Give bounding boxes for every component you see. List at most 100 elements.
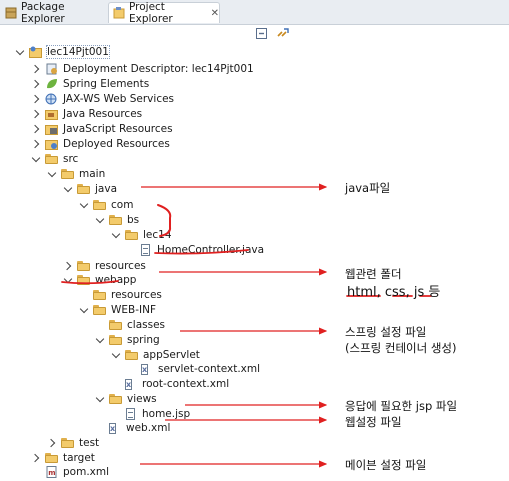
tree-item-label: spring	[127, 333, 160, 346]
tree-item-label: test	[79, 436, 100, 449]
tree-item-label: classes	[127, 318, 165, 331]
annotation-spring-detail: (스프링 컨테이너 생성)	[345, 341, 457, 355]
tree-item-lec14[interactable]: lec14	[112, 227, 172, 242]
folder-open-icon	[125, 349, 139, 361]
tree-item-home-jsp[interactable]: home.jsp	[124, 406, 190, 421]
tree-item-label: Java Resources	[63, 107, 143, 120]
svg-text:m: m	[48, 469, 55, 477]
tree-item-src[interactable]: src	[32, 151, 78, 166]
tree-item-classes[interactable]: classes	[109, 317, 165, 332]
folder-open-icon	[125, 229, 139, 241]
tree-item-resources-main[interactable]: resources	[64, 258, 146, 273]
annotation-spring-title: 스프링 설정 파일	[345, 325, 427, 339]
folder-open-icon	[93, 304, 107, 316]
tree-item-jaxws[interactable]: JAX-WS Web Services	[32, 91, 174, 106]
annotation-views: 응답에 필요한 jsp 파일	[345, 399, 458, 413]
spring-leaf-icon	[45, 78, 59, 90]
annotation-pom: 메이븐 설정 파일	[345, 458, 427, 472]
xml-file-icon: x	[125, 378, 133, 390]
tree-item-label: main	[79, 167, 106, 180]
tree-item-deployed-resources[interactable]: Deployed Resources	[32, 136, 170, 151]
tree-item-web-inf[interactable]: WEB-INF	[80, 302, 156, 317]
tree-item-label: java	[95, 182, 117, 195]
tree-item-spring[interactable]: spring	[96, 332, 160, 347]
collapse-all-icon[interactable]	[255, 26, 269, 40]
xml-file-icon: x	[141, 363, 149, 375]
tree-item-label: bs	[127, 213, 140, 226]
java-resources-icon	[45, 108, 59, 120]
tree-item-label: target	[63, 451, 95, 464]
tree-item-servlet-context[interactable]: x servlet-context.xml	[140, 361, 260, 376]
tree-item-label: resources	[111, 288, 162, 301]
tree-item-java-resources[interactable]: Java Resources	[32, 106, 142, 121]
folder-icon	[61, 437, 75, 449]
tree-item-javascript-resources[interactable]: JavaScript Resources	[32, 121, 173, 136]
annotation-java: java파일	[345, 181, 391, 195]
folder-open-icon	[93, 199, 107, 211]
annotation-webapp-title: 웹관련 폴더	[345, 267, 402, 281]
tree-item-label: Deployment Descriptor: lec14Pjt001	[63, 62, 254, 75]
tree-item-spring-elements[interactable]: Spring Elements	[32, 76, 149, 91]
tree-item-com[interactable]: com	[80, 197, 133, 212]
tree-item-label: resources	[95, 259, 146, 272]
tree-item-label: lec14	[143, 228, 172, 241]
tree-item-app-servlet[interactable]: appServlet	[112, 347, 200, 362]
tree-item-test[interactable]: test	[48, 435, 99, 450]
java-file-icon	[139, 243, 153, 256]
tree-item-target[interactable]: target	[32, 450, 95, 465]
tab-package-explorer[interactable]: Package Explorer	[1, 1, 108, 25]
folder-open-icon	[61, 168, 75, 180]
folder-open-icon	[77, 183, 91, 195]
folder-icon	[77, 260, 91, 272]
view-toolbar	[255, 26, 290, 44]
deployed-resources-icon	[45, 138, 59, 150]
web-project-icon	[29, 46, 43, 58]
close-icon[interactable]: ✕	[210, 7, 219, 19]
tree-item-label: appServlet	[143, 348, 200, 361]
folder-open-icon	[45, 153, 59, 165]
folder-icon	[93, 289, 107, 301]
tree-item-label: Deployed Resources	[63, 137, 170, 150]
xml-file-icon: x	[109, 422, 117, 434]
tree-item-label: src	[63, 152, 79, 165]
tree-item-web-xml[interactable]: x web.xml	[108, 420, 170, 435]
tree-item-label: root-context.xml	[142, 377, 230, 390]
view-tab-bar: Package Explorer Project Explorer ✕	[0, 0, 509, 25]
tree-item-label: views	[127, 392, 157, 405]
tree-item-bs[interactable]: bs	[96, 212, 139, 227]
link-with-editor-icon[interactable]	[276, 26, 290, 40]
tree-item-label: WEB-INF	[111, 303, 156, 316]
folder-icon	[45, 452, 59, 464]
tree-item-label: pom.xml	[63, 465, 110, 478]
tree-item-label: com	[111, 198, 134, 211]
web-services-icon	[45, 93, 59, 105]
tree-item-label: HomeController.java	[157, 243, 265, 256]
jsp-file-icon	[124, 407, 138, 420]
project-explorer-icon	[113, 7, 125, 19]
tree-item-root-context[interactable]: x root-context.xml	[124, 376, 229, 391]
tree-item-java[interactable]: java	[64, 181, 117, 196]
annotation-web-xml: 웹설정 파일	[345, 415, 402, 429]
tree-item-resources-webapp[interactable]: resources	[93, 287, 162, 302]
tree-item-label: servlet-context.xml	[158, 362, 261, 375]
underline-home-controller	[154, 249, 249, 255]
tab-label: Project Explorer	[129, 1, 173, 25]
tree-item-main[interactable]: main	[48, 166, 105, 181]
tree-item-label: JavaScript Resources	[63, 122, 173, 135]
tab-project-explorer[interactable]: Project Explorer ✕	[108, 1, 220, 25]
annotation-webapp-detail: html, css, js 등	[347, 285, 441, 300]
package-explorer-icon	[5, 7, 17, 19]
tree-item-home-controller[interactable]: HomeController.java	[139, 242, 264, 257]
tree-item-label: JAX-WS Web Services	[63, 92, 175, 105]
tree-item-label: web.xml	[126, 421, 171, 434]
javascript-resources-icon	[45, 123, 59, 135]
folder-icon	[109, 319, 123, 331]
tree-item-pom-xml[interactable]: m pom.xml	[45, 464, 109, 479]
tree-item-views[interactable]: views	[96, 391, 157, 406]
tree-item-deployment-descriptor[interactable]: Deployment Descriptor: lec14Pjt001	[32, 61, 254, 76]
folder-open-icon	[109, 334, 123, 346]
tree-item-project[interactable]: lec14Pjt001	[16, 44, 110, 59]
tree-item-label: lec14Pjt001	[46, 44, 110, 59]
underline-webapp	[61, 280, 119, 285]
